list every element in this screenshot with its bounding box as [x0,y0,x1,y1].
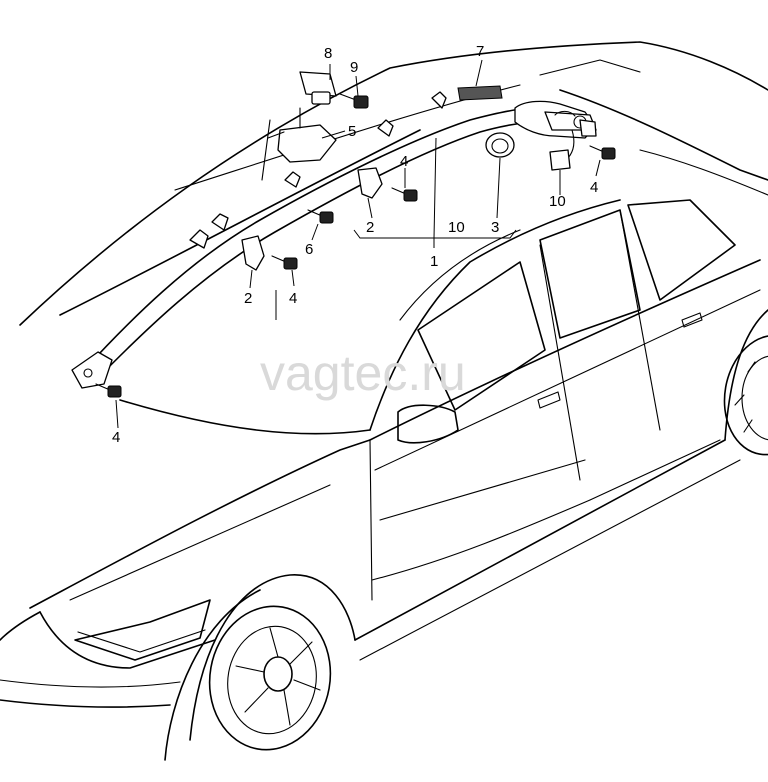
bolt-4-mid [391,187,418,202]
callout-9: 9 [350,59,358,76]
callout-5: 5 [348,123,356,140]
bolt-4-left [271,255,298,270]
callout-3: 3 [491,219,499,236]
callout-4-left: 4 [289,290,297,307]
part-2-bracket-mid [357,167,383,199]
watermark: vagtec.ru [260,345,466,401]
callout-1: 1 [430,253,438,270]
bolt-6 [307,209,334,224]
callout-4-right: 4 [590,179,598,196]
callout-4-top: 4 [400,153,408,170]
bolt-9 [339,93,369,109]
bolt-4-bottom [95,383,122,398]
head-curtain-airbag [71,91,597,389]
part-3-grommet [485,132,515,158]
callout-7: 7 [476,43,484,60]
car-body [0,41,768,761]
callout-4-bottom: 4 [112,429,120,446]
callout-8: 8 [324,45,332,62]
callout-2-mid: 2 [366,219,374,236]
part-8-bracket [299,71,337,105]
front-wheel [208,605,332,751]
callout-10-right: 10 [549,193,566,210]
part-2-bracket-left [241,235,265,271]
callout-2-left: 2 [244,290,252,307]
rear-wheel [723,334,768,456]
callout-6: 6 [305,241,313,258]
part-10-connector [549,119,597,171]
part-7-pad [457,85,503,101]
bolt-4-right [589,145,616,160]
callout-10-mid: 10 [448,219,465,236]
leader-lines [115,59,601,429]
part-5-bracket [261,107,337,181]
